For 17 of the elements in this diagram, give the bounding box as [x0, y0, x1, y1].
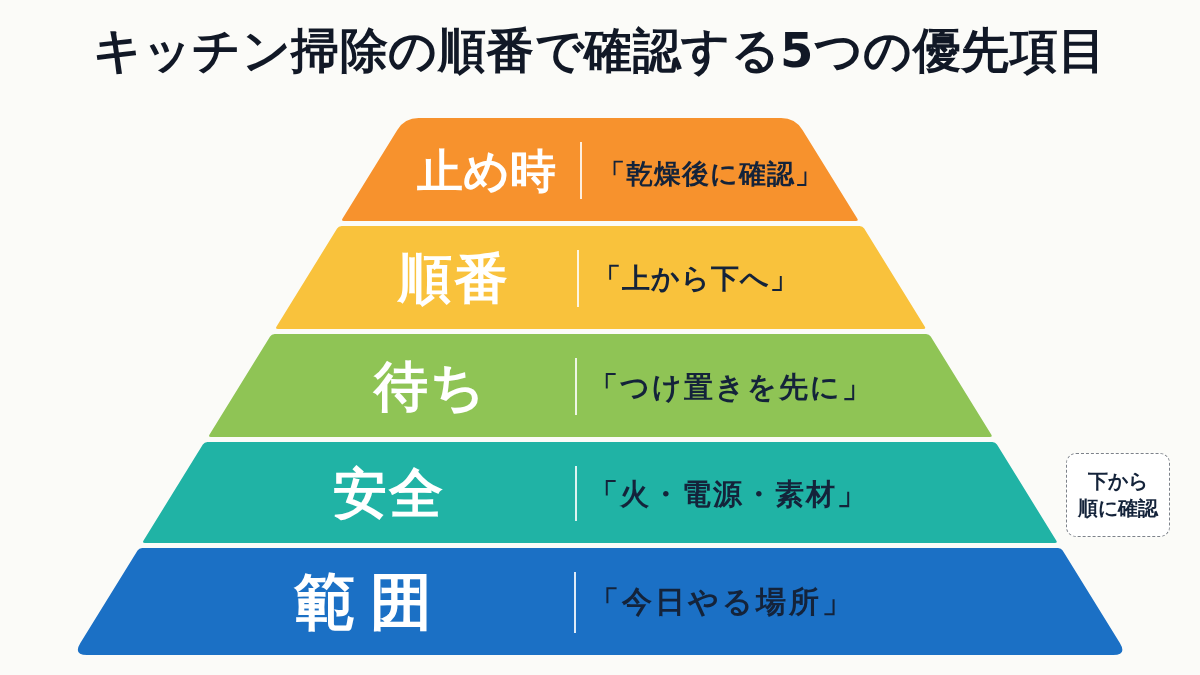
- tier-description: 「上から下へ」: [593, 262, 799, 296]
- note-text: 下から順に確認: [1077, 468, 1160, 522]
- tier-description: 「つけ置きを先に」: [589, 369, 873, 405]
- tier-heading: 範囲: [294, 567, 446, 637]
- note-box: [1066, 453, 1170, 537]
- tier-description: 「今日やる場所」: [589, 584, 855, 620]
- pyramid-tier: [142, 442, 1059, 543]
- pyramid-tier: [207, 334, 993, 437]
- tier-heading: 待ち: [374, 356, 488, 418]
- pyramid-tier: [341, 118, 860, 221]
- tier-description: 「火・電源・素材」: [589, 476, 868, 512]
- tier-heading: 安全: [333, 463, 445, 525]
- tier-heading: 順番: [398, 248, 510, 310]
- title: キッチン掃除の順番で確認する5つの優先項目: [92, 22, 1108, 80]
- pyramid-tier: [274, 226, 926, 329]
- tier-description: 「乾燥後に確認」: [598, 157, 823, 191]
- tier-heading: 止め時: [417, 146, 557, 198]
